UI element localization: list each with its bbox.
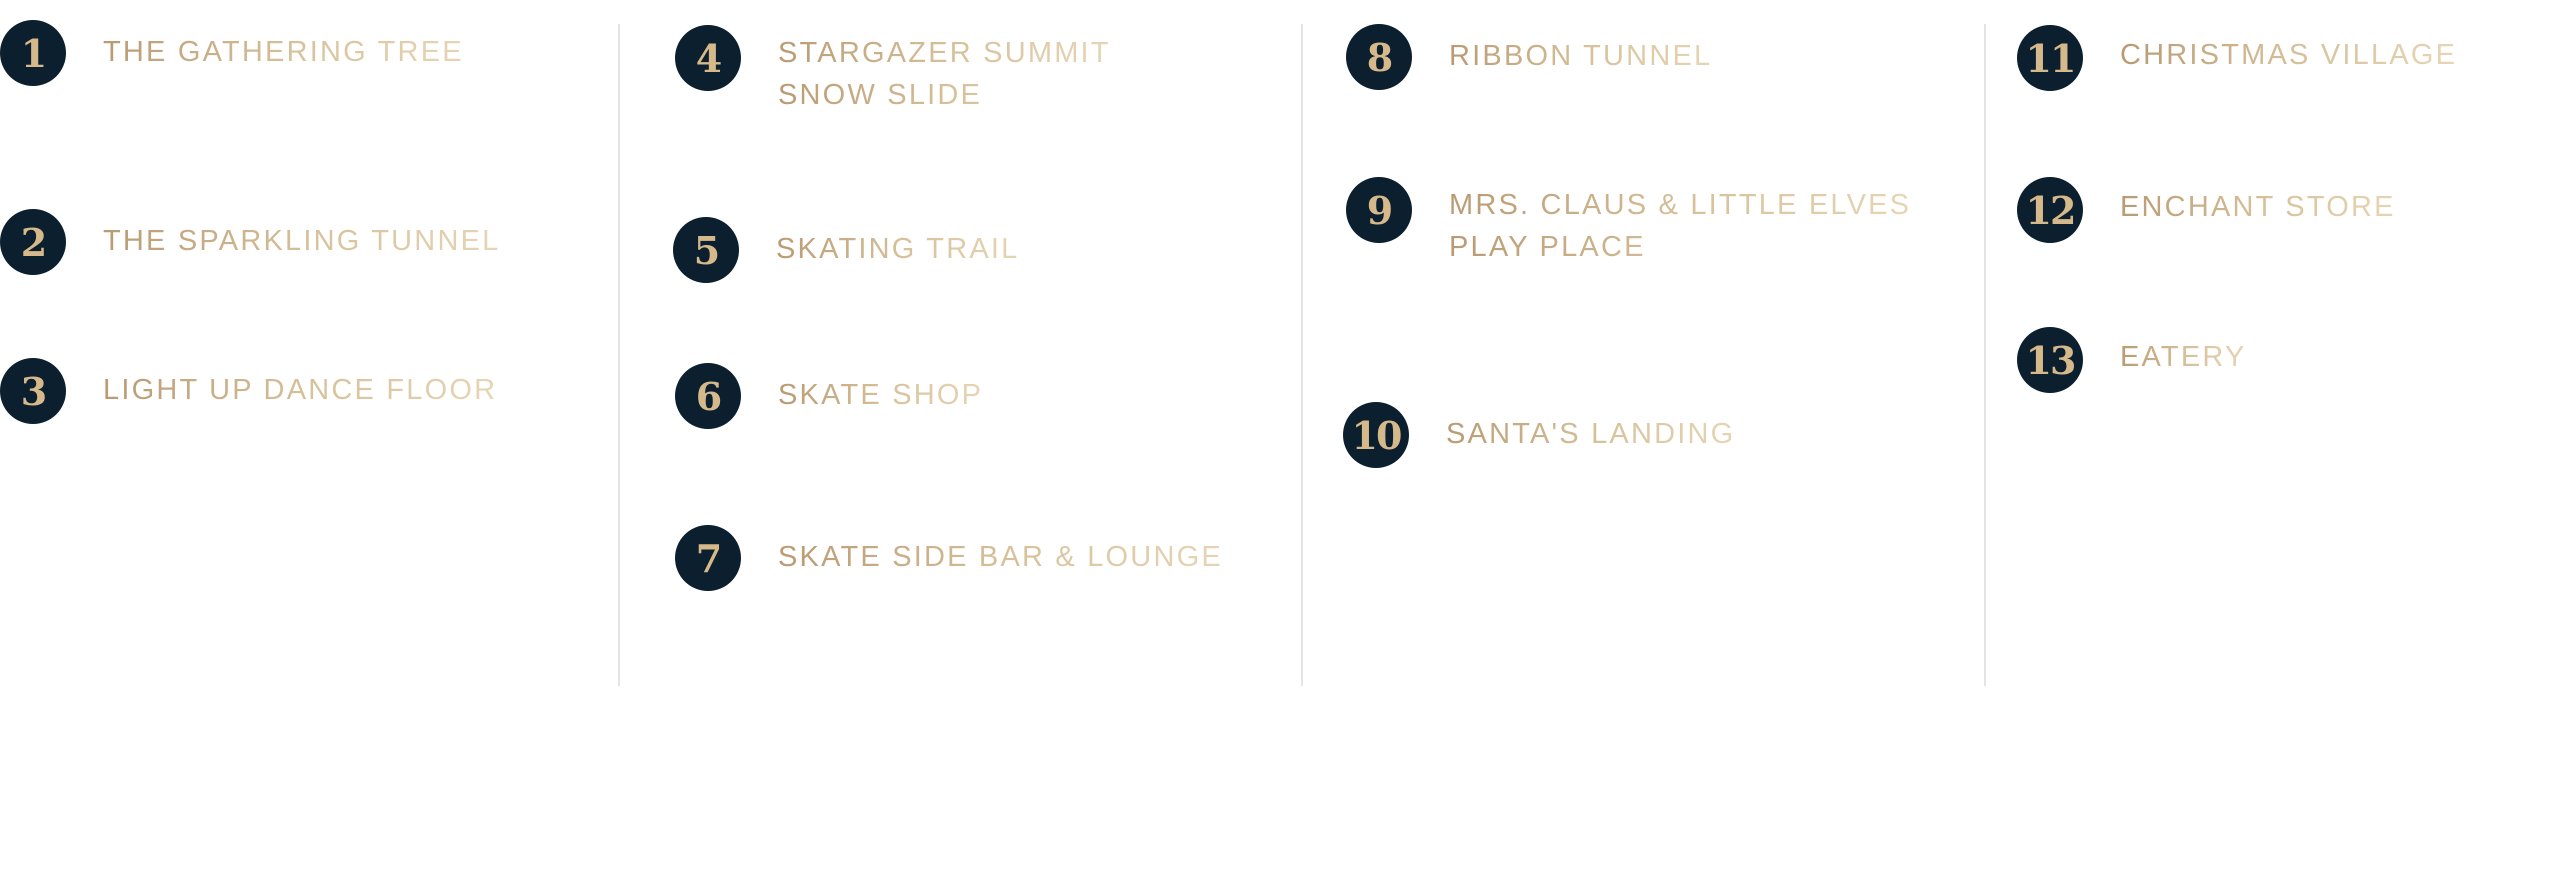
item-label: Eatery — [2120, 336, 2247, 378]
list-item-7[interactable]: 7 Skate Side Bar & Lounge — [675, 525, 1223, 591]
number-badge: 10 — [1343, 402, 1409, 468]
list-item-3[interactable]: 3 Light Up Dance Floor — [0, 358, 497, 424]
item-label: Enchant Store — [2120, 186, 2396, 228]
item-label-line-2: Snow Slide — [778, 79, 983, 111]
column-divider-3 — [1984, 24, 1986, 686]
number-badge: 2 — [0, 209, 66, 275]
number-badge: 11 — [2017, 25, 2083, 91]
item-label: The Gathering Tree — [103, 31, 464, 73]
item-label: Ribbon Tunnel — [1449, 35, 1712, 77]
number-badge: 4 — [675, 25, 741, 91]
item-label-line-1: Mrs. Claus & Little Elves — [1449, 189, 1912, 221]
item-label: Skating Trail — [776, 228, 1019, 270]
item-label-line-1: Stargazer Summit — [778, 37, 1111, 69]
list-item-4[interactable]: 4 Stargazer Summit Snow Slide — [675, 25, 1111, 116]
list-item-5[interactable]: 5 Skating Trail — [673, 217, 1019, 283]
number-badge: 8 — [1346, 24, 1412, 90]
number-badge: 5 — [673, 217, 739, 283]
list-item-9[interactable]: 9 Mrs. Claus & Little Elves Play Place — [1346, 177, 1911, 268]
item-label: Light Up Dance Floor — [103, 369, 497, 411]
list-item-10[interactable]: 10 Santa's Landing — [1343, 402, 1735, 468]
list-item-6[interactable]: 6 Skate Shop — [675, 363, 983, 429]
list-item-11[interactable]: 11 Christmas Village — [2017, 25, 2457, 91]
item-label: Skate Shop — [778, 374, 983, 416]
list-item-2[interactable]: 2 The Sparkling Tunnel — [0, 209, 500, 275]
item-label: Christmas Village — [2120, 34, 2457, 76]
list-item-12[interactable]: 12 Enchant Store — [2017, 177, 2396, 243]
item-label: Mrs. Claus & Little Elves Play Place — [1449, 184, 1911, 268]
item-label: Santa's Landing — [1446, 413, 1735, 455]
number-badge: 12 — [2017, 177, 2083, 243]
column-divider-2 — [1301, 24, 1303, 686]
number-badge: 13 — [2017, 327, 2083, 393]
number-badge: 3 — [0, 358, 66, 424]
number-badge: 9 — [1346, 177, 1412, 243]
list-item-8[interactable]: 8 Ribbon Tunnel — [1346, 24, 1712, 90]
item-label: The Sparkling Tunnel — [103, 220, 500, 262]
list-item-1[interactable]: 1 The Gathering Tree — [0, 20, 464, 86]
column-divider-1 — [618, 24, 620, 686]
item-label: Skate Side Bar & Lounge — [778, 536, 1223, 578]
item-label-line-2: Play Place — [1449, 231, 1646, 263]
number-badge: 6 — [675, 363, 741, 429]
item-label: Stargazer Summit Snow Slide — [778, 32, 1111, 116]
number-badge: 7 — [675, 525, 741, 591]
list-item-13[interactable]: 13 Eatery — [2017, 327, 2247, 393]
number-badge: 1 — [0, 20, 66, 86]
